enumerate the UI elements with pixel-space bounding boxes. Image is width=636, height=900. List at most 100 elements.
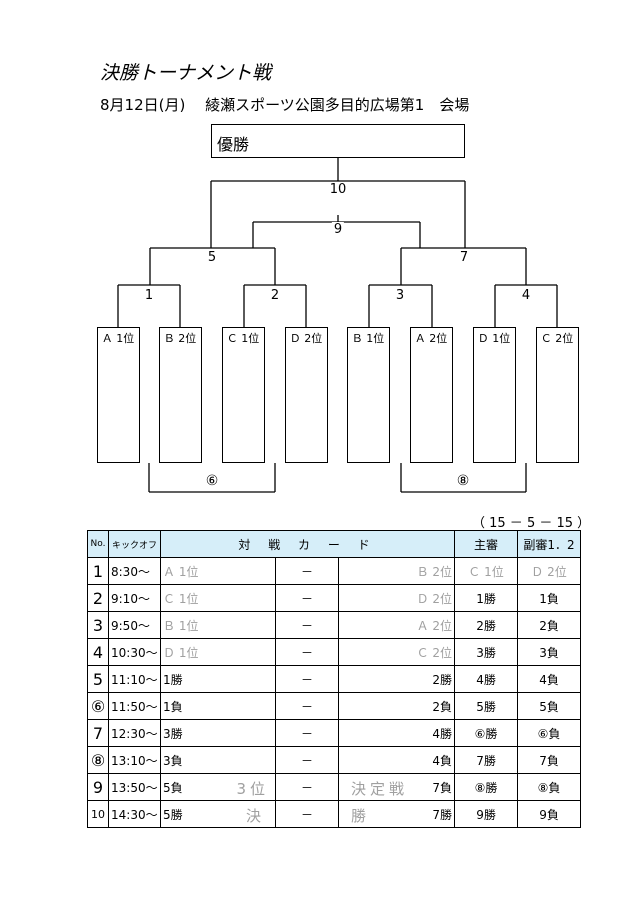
table-row: 10 14:30～ 5勝 決 － 勝 7勝 9勝 9負 bbox=[87, 800, 582, 828]
referee: 2勝 bbox=[454, 611, 519, 639]
vs-dash: － bbox=[275, 584, 339, 612]
home-team-label: 5負 bbox=[163, 780, 183, 795]
assistant-referees: Ｄ 2位 bbox=[517, 557, 582, 585]
kickoff-time: 13:10～ bbox=[108, 746, 161, 774]
table-row: 7 12:30～ 3勝 － 4勝 ⑥勝 ⑥負 bbox=[87, 719, 582, 747]
table-row: 2 9:10～ Ｃ 1位 － Ｄ 2位 1勝 1負 bbox=[87, 584, 582, 612]
team-label: Ｂ 2位 bbox=[163, 332, 197, 345]
consolation-right-match-number: ⑧ bbox=[456, 473, 470, 489]
kickoff-time: 14:30～ bbox=[108, 800, 161, 828]
kickoff-time: 12:30～ bbox=[108, 719, 161, 747]
assistant-referees: 3負 bbox=[517, 638, 582, 666]
assistant-referees: 9負 bbox=[517, 800, 582, 828]
home-team: Ｄ 1位 bbox=[160, 638, 276, 666]
referee: 7勝 bbox=[454, 746, 519, 774]
away-team: Ａ 2位 bbox=[337, 611, 456, 639]
assistant-referees: ⑥負 bbox=[517, 719, 582, 747]
match-annotation: 決定戦 bbox=[351, 780, 409, 798]
team-label: Ｃ 1位 bbox=[226, 332, 260, 345]
home-team: 1負 bbox=[160, 692, 276, 720]
referee: 3勝 bbox=[454, 638, 519, 666]
home-team: 1勝 bbox=[160, 665, 276, 693]
winner-label: 優勝 bbox=[217, 135, 250, 154]
team-slot bbox=[536, 327, 579, 463]
away-team: Ｃ 2位 bbox=[337, 638, 456, 666]
vs-dash: － bbox=[275, 611, 339, 639]
referee: 4勝 bbox=[454, 665, 519, 693]
winner-box: 優勝 bbox=[211, 124, 465, 158]
home-team-label: 5勝 bbox=[163, 807, 183, 822]
referee: ⑥勝 bbox=[454, 719, 519, 747]
final-match-number: 10 bbox=[327, 182, 349, 197]
vs-dash: － bbox=[275, 638, 339, 666]
match-annotation: 決 bbox=[245, 807, 265, 825]
table-row: 3 9:50～ Ｂ 1位 － Ａ 2位 2勝 2負 bbox=[87, 611, 582, 639]
schedule-table: No. キックオフ 対 戦 カ ー ド 主審 副審1．2 1 8:30～ Ａ 1… bbox=[87, 530, 582, 828]
match-no: 2 bbox=[87, 584, 109, 612]
team-slot bbox=[97, 327, 140, 463]
match-no: 5 bbox=[87, 665, 109, 693]
referee: Ｃ 1位 bbox=[454, 557, 519, 585]
kickoff-time: 10:30～ bbox=[108, 638, 161, 666]
match-format: （ 15 － 5 － 15 ） bbox=[472, 516, 591, 531]
kickoff-time: 9:50～ bbox=[108, 611, 161, 639]
qf-match-number: 2 bbox=[270, 288, 280, 303]
away-team: 2負 bbox=[337, 692, 456, 720]
home-team: 5勝 決 bbox=[160, 800, 276, 828]
home-team: Ａ 1位 bbox=[160, 557, 276, 585]
assistant-referees: ⑧負 bbox=[517, 773, 582, 801]
away-team: 4勝 bbox=[337, 719, 456, 747]
referee: 9勝 bbox=[454, 800, 519, 828]
away-team: 勝 7勝 bbox=[337, 800, 456, 828]
match-no: 1 bbox=[87, 557, 109, 585]
team-label: Ｃ 2位 bbox=[540, 332, 574, 345]
away-team: Ｂ 2位 bbox=[337, 557, 456, 585]
page-title: 決勝トーナメント戦 bbox=[100, 62, 272, 84]
semi-right-match-number: 7 bbox=[459, 250, 469, 265]
kickoff-time: 8:30～ bbox=[108, 557, 161, 585]
table-row: ⑥ 11:50～ 1負 － 2負 5勝 5負 bbox=[87, 692, 582, 720]
vs-dash: － bbox=[275, 692, 339, 720]
vs-dash: － bbox=[275, 800, 339, 828]
home-team: 3勝 bbox=[160, 719, 276, 747]
away-team: 2勝 bbox=[337, 665, 456, 693]
header-match-card: 対 戦 カ ー ド bbox=[159, 530, 456, 558]
match-annotation: 3位 bbox=[236, 780, 269, 798]
away-team-label: 7勝 bbox=[432, 807, 453, 822]
kickoff-time: 9:10～ bbox=[108, 584, 161, 612]
header-referee: 主審 bbox=[454, 530, 519, 558]
qf-match-number: 1 bbox=[144, 288, 154, 303]
team-label: Ｂ 1位 bbox=[351, 332, 385, 345]
referee: ⑧勝 bbox=[454, 773, 519, 801]
assistant-referees: 1負 bbox=[517, 584, 582, 612]
table-row: 4 10:30～ Ｄ 1位 － Ｃ 2位 3勝 3負 bbox=[87, 638, 582, 666]
kickoff-time: 11:50～ bbox=[108, 692, 161, 720]
header-no: No. bbox=[87, 530, 109, 558]
event-date-venue: 8月12日(月) 綾瀬スポーツ公園多目的広場第1 会場 bbox=[100, 96, 470, 114]
vs-dash: － bbox=[275, 557, 339, 585]
vs-dash: － bbox=[275, 719, 339, 747]
consolation-left-match-number: ⑥ bbox=[205, 473, 219, 489]
kickoff-time: 13:50～ bbox=[108, 773, 161, 801]
away-team: 決定戦 7負 bbox=[337, 773, 456, 801]
header-assistant: 副審1．2 bbox=[517, 530, 582, 558]
match-no: 3 bbox=[87, 611, 109, 639]
team-slot bbox=[473, 327, 516, 463]
away-team-label: 7負 bbox=[432, 780, 453, 795]
team-slot bbox=[285, 327, 328, 463]
home-team: 5負 3位 bbox=[160, 773, 276, 801]
table-row: ⑧ 13:10～ 3負 － 4負 7勝 7負 bbox=[87, 746, 582, 774]
qf-match-number: 3 bbox=[395, 288, 405, 303]
away-team: Ｄ 2位 bbox=[337, 584, 456, 612]
referee: 5勝 bbox=[454, 692, 519, 720]
away-team: 4負 bbox=[337, 746, 456, 774]
referee: 1勝 bbox=[454, 584, 519, 612]
team-slot bbox=[410, 327, 453, 463]
table-header-row: No. キックオフ 対 戦 カ ー ド 主審 副審1．2 bbox=[87, 530, 582, 558]
match-annotation: 勝 bbox=[351, 807, 371, 825]
table-row: 5 11:10～ 1勝 － 2勝 4勝 4負 bbox=[87, 665, 582, 693]
assistant-referees: 4負 bbox=[517, 665, 582, 693]
team-slot bbox=[159, 327, 202, 463]
home-team: Ｂ 1位 bbox=[160, 611, 276, 639]
